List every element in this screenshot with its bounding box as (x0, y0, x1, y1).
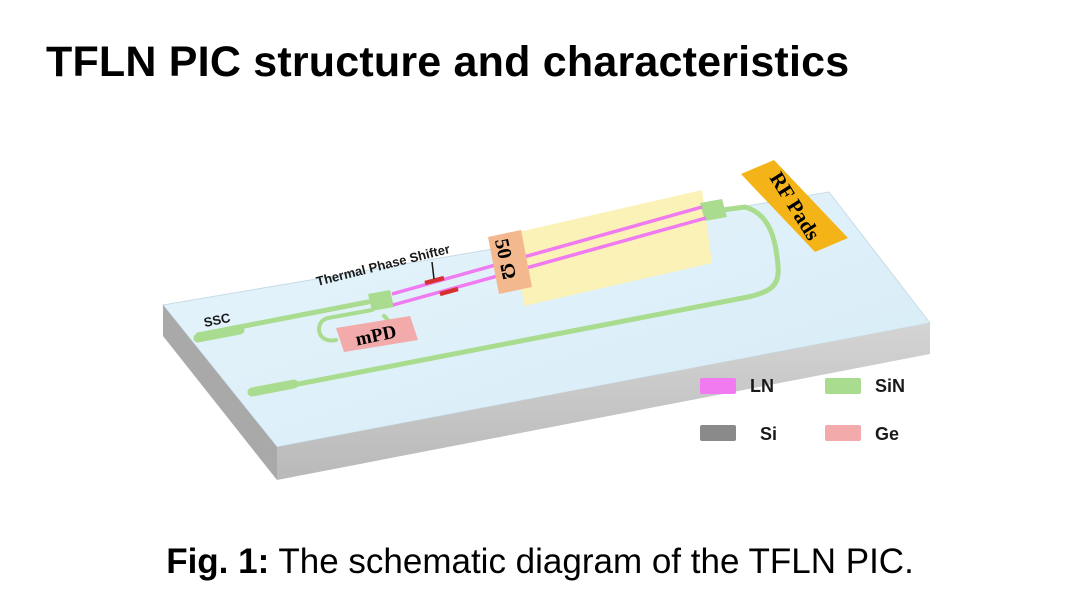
mode-converter-right (700, 199, 727, 221)
sin-taper-input (193, 325, 245, 343)
slide-title: TFLN PIC structure and characteristics (46, 38, 850, 86)
mode-converter-left (368, 290, 394, 311)
chip-substrate (162, 191, 931, 480)
legend: LN SiN Si Ge (700, 376, 905, 444)
legend-label-ge: Ge (875, 424, 899, 444)
legend-item-si: Si (700, 424, 777, 444)
sin-taper-output (247, 379, 299, 397)
thermal-phase-shifter-pointer (431, 261, 435, 280)
figure-caption: Fig. 1: The schematic diagram of the TFL… (0, 542, 1080, 582)
caption-label: Fig. 1: (166, 542, 270, 581)
legend-swatch-si (700, 425, 736, 441)
sin-output-waveguide (249, 204, 781, 396)
heater-upper (424, 275, 445, 286)
legend-label-ln: LN (750, 376, 774, 396)
mpd-block (336, 316, 418, 352)
legend-swatch-ge (825, 425, 861, 441)
rf-pads-block (741, 160, 848, 252)
legend-swatch-sin (825, 378, 861, 394)
legend-item-sin: SiN (825, 376, 905, 396)
legend-swatch-ln (700, 378, 736, 394)
legend-label-sin: SiN (875, 376, 905, 396)
legend-label-si: Si (760, 424, 777, 444)
termination-50-ohm (488, 230, 532, 294)
sin-mpd-tap-waveguide (317, 308, 374, 343)
caption-text: The schematic diagram of the TFLN PIC. (278, 542, 914, 581)
heater-lower (439, 286, 459, 297)
legend-item-ge: Ge (825, 424, 899, 444)
ssc-label: SSC (202, 310, 232, 330)
chip-side-face (277, 323, 930, 480)
chip-front-face (163, 305, 277, 480)
legend-item-ln: LN (700, 376, 774, 396)
